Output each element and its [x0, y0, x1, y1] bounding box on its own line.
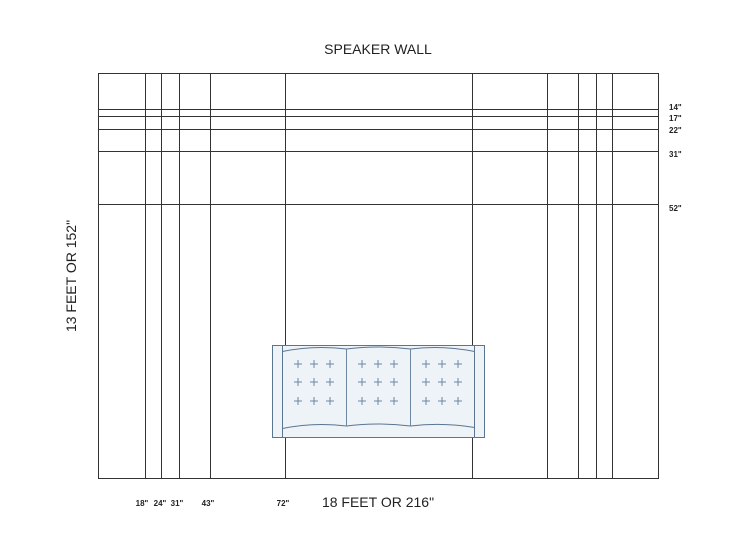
bottom-dimension-labels: 18" 24" 31" 43" 72"	[136, 499, 290, 508]
right-dimension-labels: 14" 17" 22" 31" 52"	[669, 103, 682, 213]
tuft-mark	[294, 378, 302, 386]
sofa-left-arm	[272, 345, 283, 438]
sofa-illustration	[272, 345, 485, 438]
mark-label-h-17: 17"	[669, 114, 682, 123]
tuft-mark	[390, 360, 398, 368]
tuft-mark	[438, 397, 446, 405]
height-label: 13 FEET OR 152"	[63, 220, 79, 332]
tuft-mark	[422, 360, 430, 368]
tuft-mark	[374, 360, 382, 368]
tuft-mark	[310, 360, 318, 368]
tuft-mark	[326, 360, 334, 368]
tuft-mark	[358, 360, 366, 368]
tuft-mark	[326, 397, 334, 405]
tuft-mark	[294, 397, 302, 405]
tuft-mark	[374, 397, 382, 405]
tuft-mark	[422, 378, 430, 386]
tuft-mark	[422, 397, 430, 405]
sofa-back-cushions	[282, 346, 475, 430]
sofa-tufting	[294, 360, 462, 405]
mark-label-24: 24"	[154, 499, 167, 508]
sofa-right-arm	[474, 345, 485, 438]
tuft-mark	[390, 378, 398, 386]
tuft-mark	[390, 397, 398, 405]
width-label: 18 FEET OR 216"	[322, 494, 434, 510]
mark-label-31: 31"	[171, 499, 184, 508]
mark-label-18: 18"	[136, 499, 149, 508]
tuft-mark	[294, 360, 302, 368]
tuft-mark	[454, 378, 462, 386]
wall-outline	[98, 73, 659, 479]
tuft-mark	[310, 397, 318, 405]
tuft-mark	[310, 378, 318, 386]
tuft-mark	[358, 378, 366, 386]
tuft-mark	[454, 360, 462, 368]
mark-label-h-52: 52"	[669, 204, 682, 213]
mark-label-h-31: 31"	[669, 150, 682, 159]
tuft-mark	[326, 378, 334, 386]
tuft-mark	[438, 378, 446, 386]
tuft-mark	[454, 397, 462, 405]
mark-label-h-22: 22"	[669, 126, 682, 135]
tuft-mark	[358, 397, 366, 405]
horizontal-guide-lines	[98, 109, 659, 205]
diagram-title: SPEAKER WALL	[324, 41, 432, 57]
mark-label-72: 72"	[277, 499, 290, 508]
tuft-mark	[438, 360, 446, 368]
tuft-mark	[374, 378, 382, 386]
mark-label-43: 43"	[202, 499, 215, 508]
mark-label-h-14: 14"	[669, 103, 682, 112]
